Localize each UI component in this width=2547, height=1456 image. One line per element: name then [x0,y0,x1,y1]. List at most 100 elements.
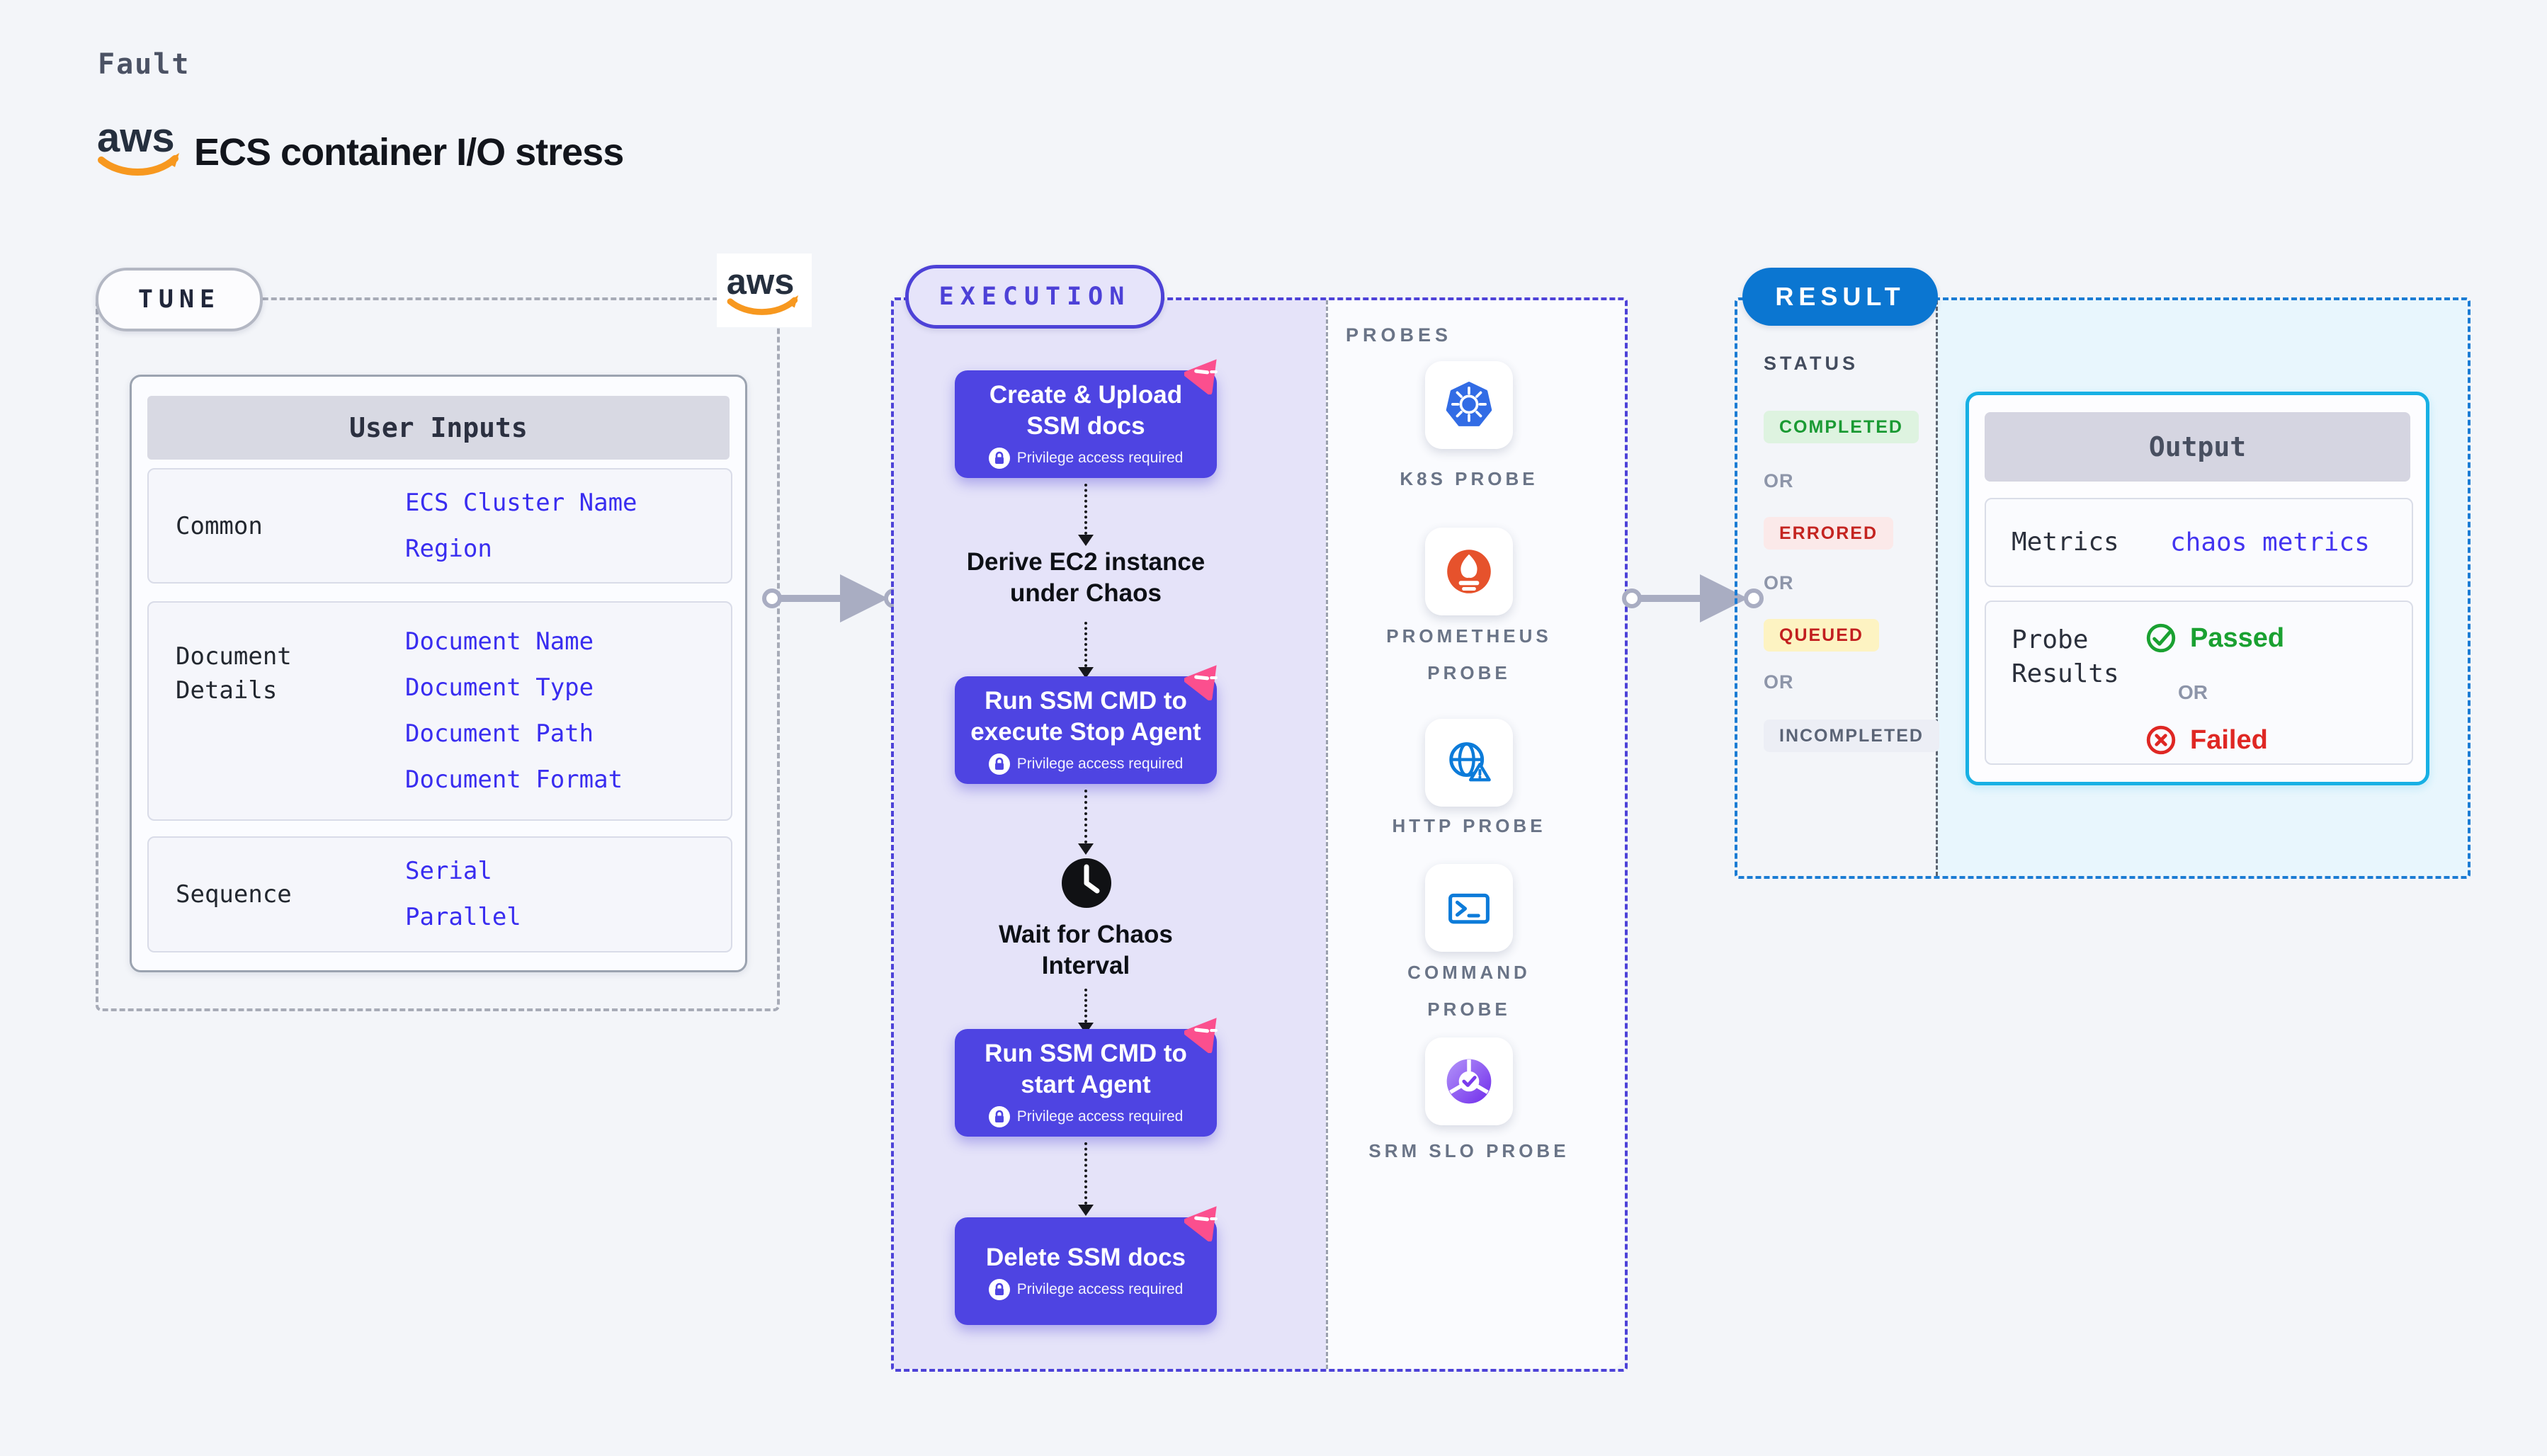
row-values: Serial Parallel [405,848,521,940]
http-globe-icon [1449,742,1491,782]
flow-connector-arrowhead [1078,535,1094,546]
probe-result-failed: Failed [2145,724,2268,756]
status-badge-completed: COMPLETED [1764,411,1919,443]
probe-label-prometheus: PROMETHEUS PROBE [1386,625,1552,683]
input-link[interactable]: Document Name [405,627,594,656]
chaos-icon [1183,656,1228,701]
privilege-note-text: Privilege access required [1016,450,1184,466]
result-status-divider [1936,300,1938,876]
input-link[interactable]: Document Path [405,720,594,748]
passed-text: Passed [2190,622,2285,653]
execution-steps-area [894,300,1326,1369]
privilege-note: Privilege access required [988,1106,1184,1127]
check-circle-icon [2146,623,2176,653]
lock-icon [988,448,1010,469]
probe-label-command: COMMAND PROBE [1407,962,1531,1020]
output-header: Output [1985,412,2410,482]
fault-eyebrow: Fault [98,48,191,81]
chaos-metrics-link[interactable]: chaos metrics [2170,528,2370,557]
flow-connector-arrowhead [1078,843,1094,855]
kubernetes-icon [1446,382,1492,426]
row-label: Common [176,511,263,540]
metrics-row: Metrics chaos metrics [1985,498,2413,587]
table-row-document-details: Document Details Document Name Document … [147,601,732,821]
lock-icon [988,1106,1010,1127]
user-inputs-table: User Inputs Common ECS Cluster Name Regi… [130,375,747,972]
probe-result-or: OR [2178,681,2208,703]
probe-result-passed: Passed [2145,622,2284,654]
failed-text: Failed [2190,724,2268,755]
slo-donut-icon [1446,1059,1492,1104]
step-run-ssm-start-agent: Run SSM CMD to start Agent Privilege acc… [955,1029,1217,1137]
chaos-icon [1183,351,1228,395]
step-run-ssm-stop-agent: Run SSM CMD to execute Stop Agent Privil… [955,676,1217,784]
probes-title: PROBES [1346,324,1453,346]
step-create-upload-ssm-docs: Create & Upload SSM docs Privilege acces… [955,370,1217,478]
flow-connector [1084,989,1087,1023]
status-title: STATUS [1764,353,1859,374]
probe-card-srm-slo [1425,1037,1513,1125]
status-badge-queued: QUEUED [1764,619,1879,652]
chaos-icon [1183,1198,1228,1242]
lock-icon [988,1279,1010,1300]
result-badge: RESULT [1742,268,1938,326]
probe-card-k8s [1425,361,1513,449]
flow-connector-arrowhead [1078,667,1094,678]
step-title: Delete SSM docs [985,1244,1186,1271]
flow-connector [1084,1142,1087,1205]
row-label: Document Details [176,642,292,705]
probe-results-row: Probe Results [1985,601,2413,765]
row-values: ECS Cluster Name Region [405,480,637,572]
status-or-separator: OR [1764,572,1794,593]
input-link[interactable]: Region [405,534,492,563]
aws-logo: aws [96,113,185,181]
svg-text:aws: aws [97,115,175,161]
chaos-icon [1183,1009,1228,1054]
probe-label-http: HTTP PROBE [1392,815,1546,836]
clock-icon [1060,857,1113,913]
probes-area [1326,300,1625,1369]
probe-results-label: Probe Results [2012,625,2119,688]
status-badge-errored: ERRORED [1764,517,1894,550]
status-or-separator: OR [1764,671,1794,693]
execution-badge: EXECUTION [905,265,1164,329]
output-card: Output Metrics chaos metrics Probe Resul… [1965,392,2429,785]
privilege-note: Privilege access required [988,1279,1184,1300]
page-title: ECS container I/O stress [194,131,624,174]
privilege-note-text: Privilege access required [1016,1281,1184,1297]
row-values: Document Name Document Type Document Pat… [405,619,623,803]
user-inputs-header: User Inputs [147,396,730,460]
probe-label-k8s: K8S PROBE [1400,468,1538,489]
input-link[interactable]: Document Type [405,673,594,702]
probe-card-command [1425,864,1513,952]
flow-arrow-tune-to-execution [762,569,904,632]
flow-connector [1084,790,1087,843]
row-label: Sequence [176,880,292,909]
status-badge-incompleted: INCOMPLETED [1764,720,1939,752]
step-title: Create & Upload SSM docs [989,381,1183,440]
status-or-separator: OR [1764,470,1794,491]
probe-card-http [1425,719,1513,807]
tune-container [96,297,780,1011]
table-row-sequence: Sequence Serial Parallel [147,836,732,952]
probe-label-srm-slo: SRM SLO PROBE [1368,1140,1570,1161]
privilege-note-text: Privilege access required [1016,756,1184,772]
aws-logo-small: aws [717,254,812,327]
privilege-note: Privilege access required [988,448,1184,469]
table-row-common: Common ECS Cluster Name Region [147,468,732,584]
step-title: Run SSM CMD to start Agent [985,1040,1187,1098]
execution-container [891,297,1628,1372]
input-link[interactable]: Document Format [405,766,623,794]
flow-connector [1084,484,1087,535]
input-link[interactable]: ECS Cluster Name [405,488,637,517]
terminal-icon [1448,893,1490,924]
step-title: Run SSM CMD to execute Stop Agent [970,687,1201,746]
input-link[interactable]: Parallel [405,903,521,931]
step-wait-chaos-interval: Wait for Chaos Interval [999,921,1173,979]
privilege-note-text: Privilege access required [1016,1108,1184,1125]
lock-icon [988,753,1010,775]
input-link[interactable]: Serial [405,857,492,885]
flow-connector [1084,622,1087,667]
flow-arrow-execution-to-result [1622,569,1764,632]
